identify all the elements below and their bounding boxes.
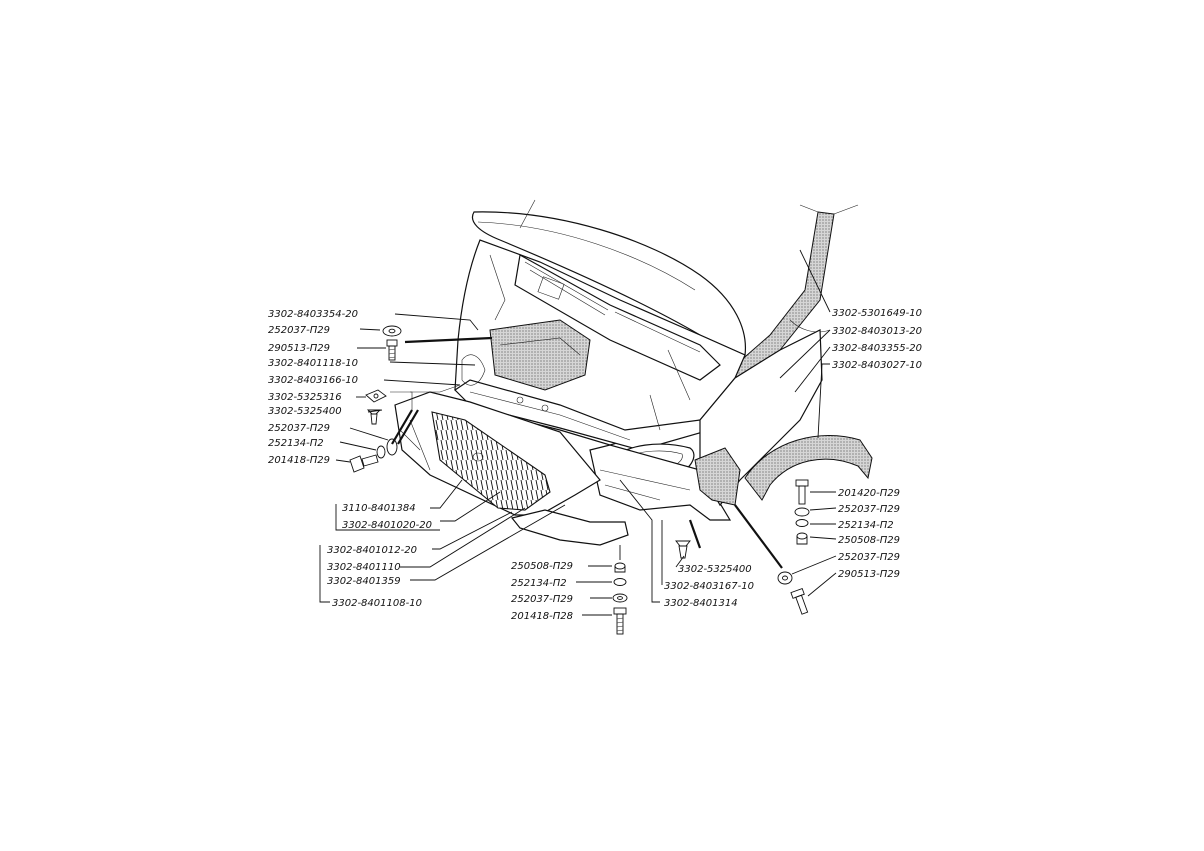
part-label: 3302-8403166-10 xyxy=(268,375,358,386)
part-label: 3302-8403167-10 xyxy=(664,581,754,592)
plastic-rivet-icon xyxy=(675,540,691,559)
part-label: 252134-П2 xyxy=(268,438,324,449)
washer-icon xyxy=(382,325,402,337)
part-label: 3302-8403355-20 xyxy=(832,343,922,354)
part-label: 250508-П29 xyxy=(511,561,573,572)
hood-panel xyxy=(471,211,747,356)
clip-nut-icon xyxy=(365,389,387,403)
bolt-icon xyxy=(349,454,379,473)
part-label: 3302-8401118-10 xyxy=(268,358,358,369)
fasteners xyxy=(349,325,810,635)
part-label: 252134-П2 xyxy=(511,578,567,589)
center-fastener-stack xyxy=(612,562,628,635)
part-label: 252037-П29 xyxy=(511,594,573,605)
part-label: 3302-8401012-20 xyxy=(327,545,417,556)
part-label: 3302-8401020-20 xyxy=(342,520,432,531)
part-label: 250508-П29 xyxy=(838,535,900,546)
washer-set-icon xyxy=(376,438,398,459)
part-label: 3302-8401108-10 xyxy=(332,598,422,609)
front-panel xyxy=(589,444,732,521)
part-label: 252037-П29 xyxy=(838,552,900,563)
part-label: 3302-5325316 xyxy=(268,392,342,403)
part-label: 201418-П28 xyxy=(511,611,573,622)
part-label: 3302-5301649-10 xyxy=(832,308,922,319)
part-labels-right-mid: 3302-5325400 3302-8403167-10 3302-840131… xyxy=(664,564,754,609)
part-labels-right-top: 3302-5301649-10 3302-8403013-20 3302-840… xyxy=(832,308,922,371)
right-fastener-stack xyxy=(777,479,810,615)
lower-spoiler xyxy=(510,509,629,546)
part-label: 290513-П29 xyxy=(838,569,900,580)
part-label: 252134-П2 xyxy=(838,520,894,531)
part-label: 252037-П29 xyxy=(838,504,900,515)
part-label: 3302-8403027-10 xyxy=(832,360,922,371)
part-label: 3302-8401314 xyxy=(664,598,738,609)
fender-liner xyxy=(744,435,873,501)
part-label: 3110-8401384 xyxy=(342,503,416,514)
part-label: 3302-8401110 xyxy=(327,562,401,573)
bolt-icon xyxy=(386,339,398,361)
part-labels-right-stack: 201420-П29 252037-П29 252134-П2 250508-П… xyxy=(838,488,900,580)
cowl-panel xyxy=(514,254,721,381)
part-label: 252037-П29 xyxy=(268,325,330,336)
battery-box xyxy=(489,319,591,391)
part-labels-left: 3302-8403354-20 252037-П29 290513-П29 33… xyxy=(268,309,358,466)
part-label: 290513-П29 xyxy=(268,343,330,354)
plastic-rivet-icon xyxy=(366,409,382,425)
part-label: 201418-П29 xyxy=(268,455,330,466)
part-label: 3302-5325400 xyxy=(268,406,342,417)
part-label: 3302-5325400 xyxy=(678,564,752,575)
part-label: 3302-8403354-20 xyxy=(268,309,358,320)
part-labels-center: 250508-П29 252134-П2 252037-П29 201418-П… xyxy=(511,561,573,622)
leader-lines xyxy=(319,249,837,616)
part-label: 3302-8401359 xyxy=(327,576,401,587)
radiator-grille xyxy=(431,411,551,511)
part-label: 3302-8403013-20 xyxy=(832,326,922,337)
part-labels-grille: 3110-8401384 3302-8401020-20 xyxy=(342,503,432,531)
part-label: 201420-П29 xyxy=(838,488,900,499)
part-labels-bumper: 3302-8401012-20 3302-8401110 3302-840135… xyxy=(327,545,422,609)
part-label: 252037-П29 xyxy=(268,423,330,434)
